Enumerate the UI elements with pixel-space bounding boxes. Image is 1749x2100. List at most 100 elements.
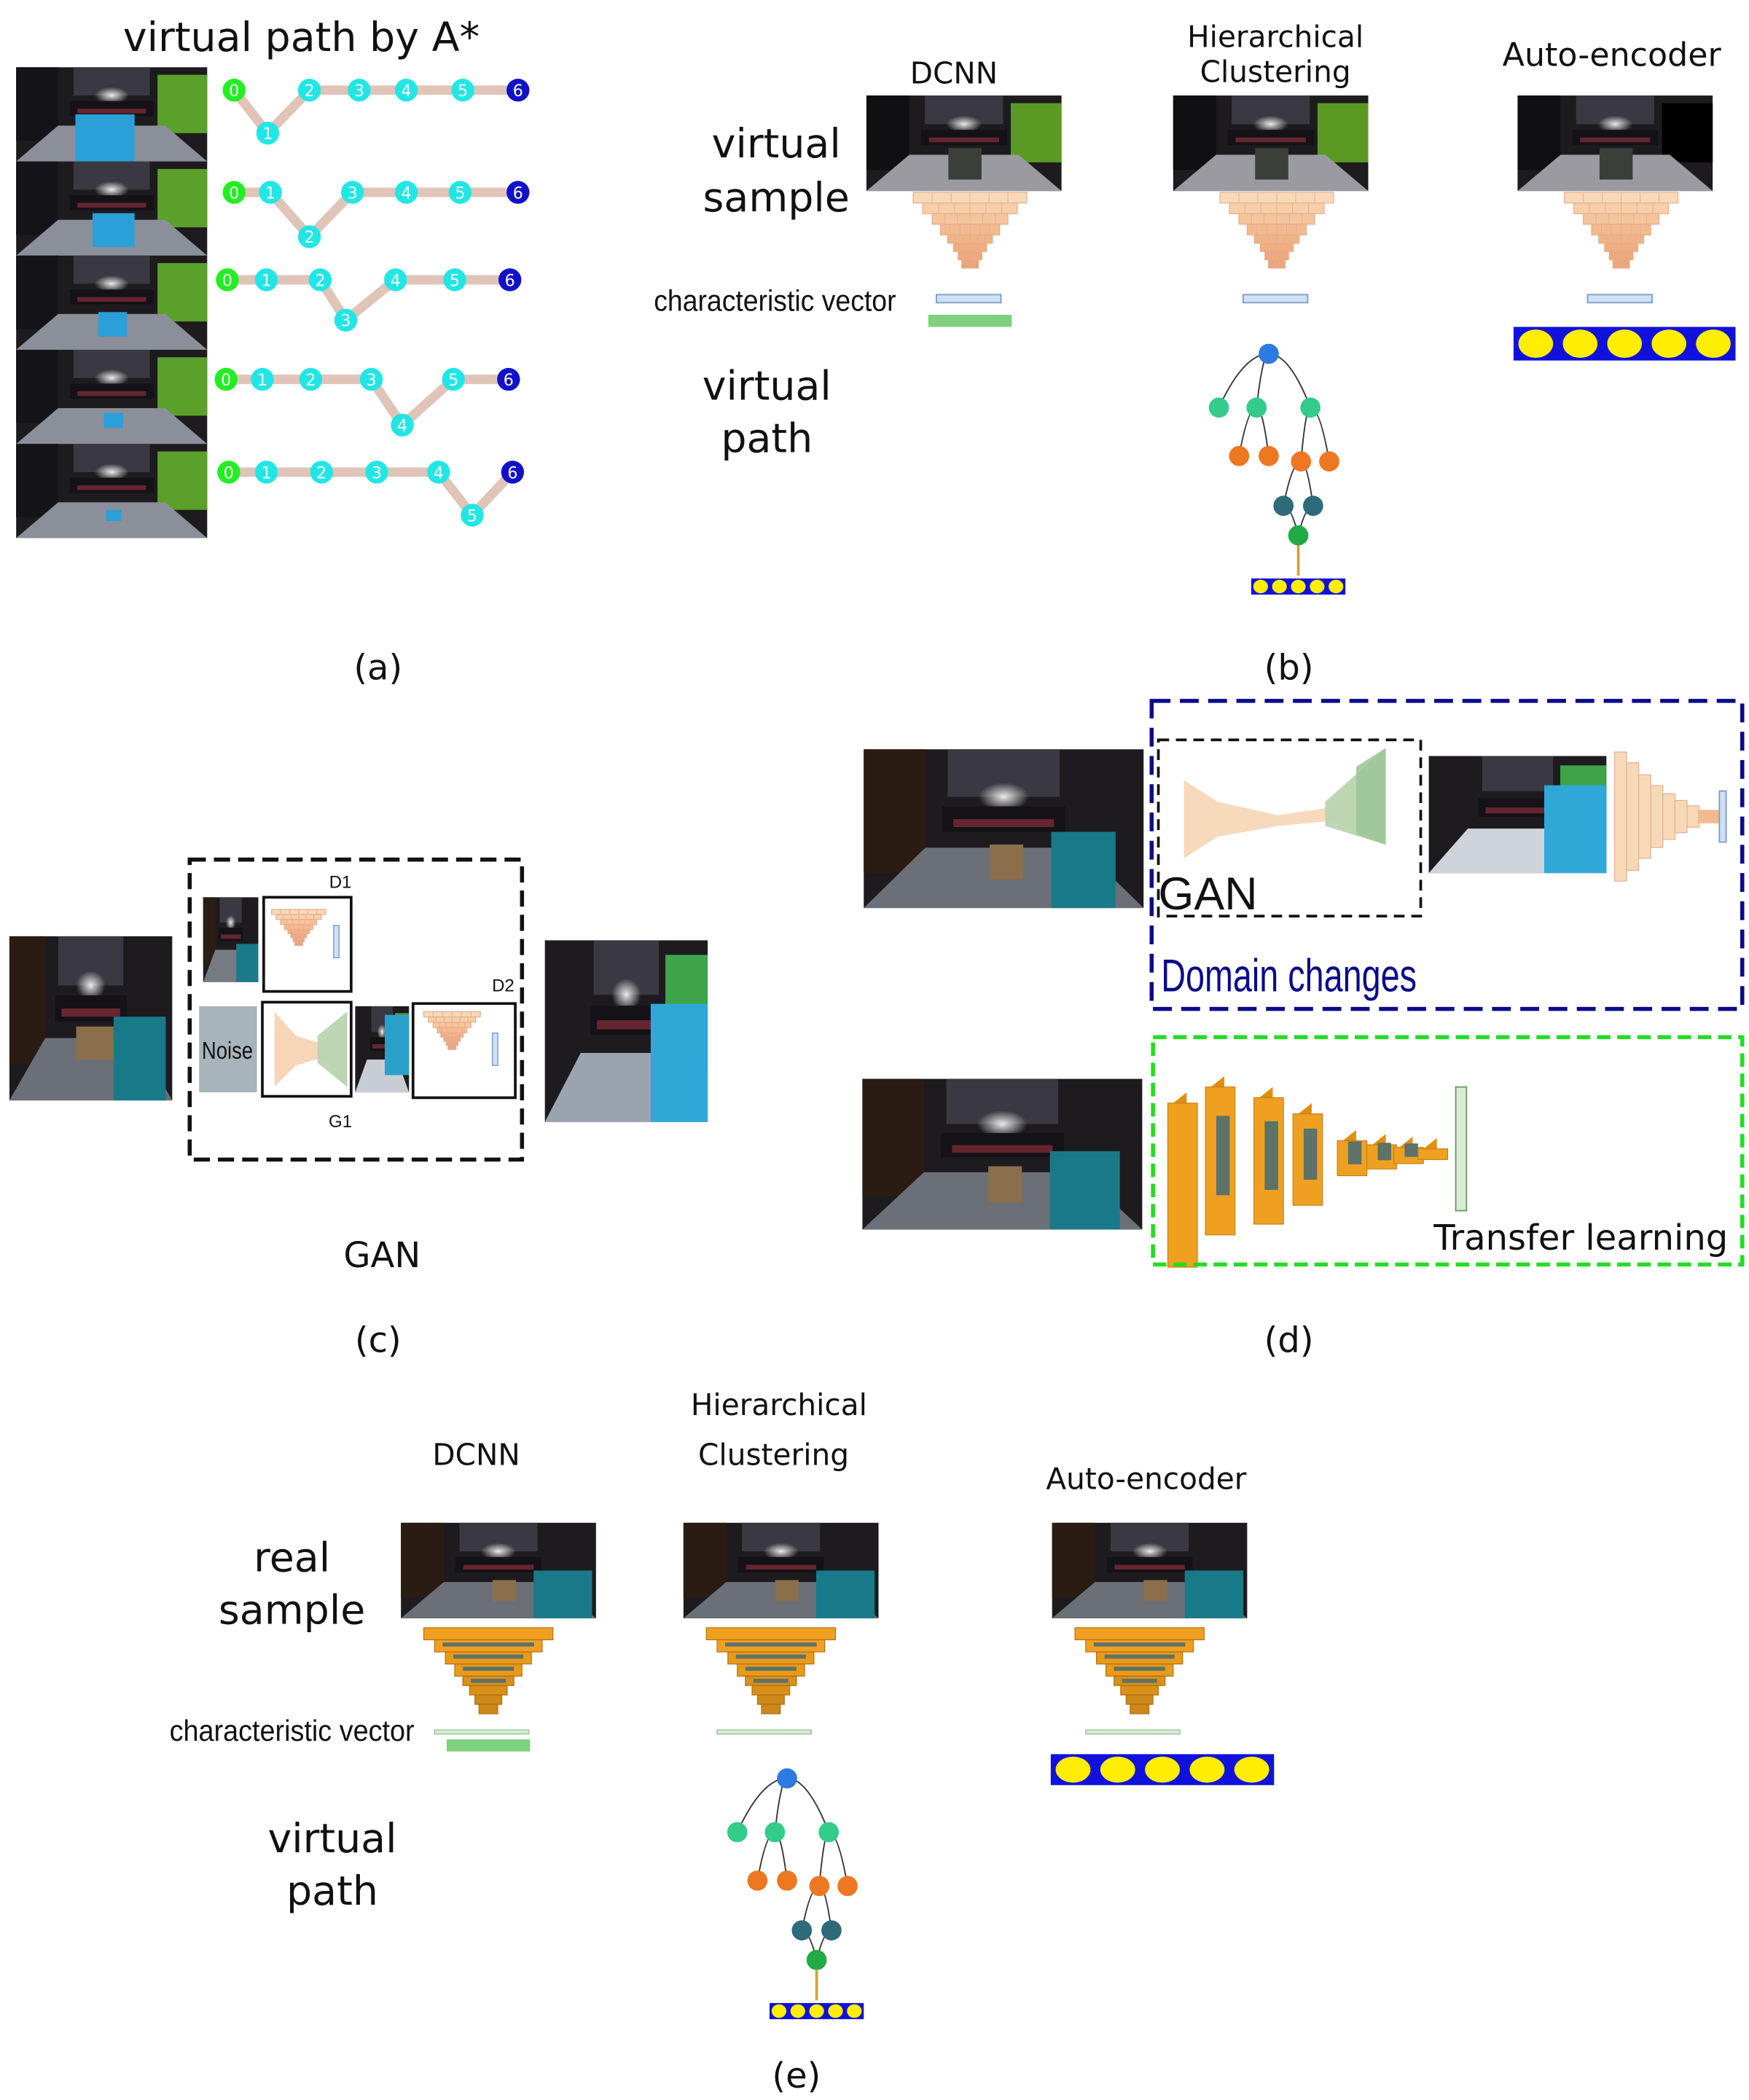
path-node: [334, 308, 358, 332]
path-node-label: 2: [316, 463, 326, 482]
panel-d: GAN Domain changes Transfer learning (d): [862, 699, 1745, 1360]
hierarchical-tree: [727, 1768, 864, 2020]
cardboard-box: [775, 1580, 799, 1602]
red-items: [1235, 137, 1306, 143]
code-bar-dot: [1145, 1756, 1180, 1783]
cnn-layer-inner: [442, 1642, 534, 1647]
wooden-door: [401, 1522, 445, 1598]
cnn-layer: [423, 1627, 554, 1641]
path-node: [214, 367, 238, 391]
tree-node: [791, 1920, 813, 1941]
red-items: [372, 1043, 392, 1049]
room-photo: [203, 897, 259, 982]
path-node: [254, 461, 278, 484]
path-node-label: 1: [261, 463, 271, 482]
room-photo: [16, 161, 208, 256]
path-node-label: 0: [221, 371, 231, 390]
domain-change-box: [1149, 699, 1745, 1011]
path-node: [297, 78, 321, 102]
red-items: [77, 203, 146, 208]
cube-obstacle: [1599, 148, 1633, 180]
cnn-layer: [1130, 1704, 1150, 1715]
panel-b-hc-title-line2: Clustering: [1200, 55, 1351, 90]
path-node-label: 4: [397, 417, 407, 436]
path-node-label: 4: [401, 82, 411, 101]
room-photo: [355, 1006, 410, 1093]
code-bar-dot: [790, 2004, 805, 2018]
panel-b-sample-label-line2: sample: [703, 175, 850, 222]
path-node-label: 1: [261, 271, 271, 290]
path-node: [448, 181, 472, 204]
path-node: [299, 367, 323, 391]
cnn-layer-inner: [471, 1678, 506, 1683]
wooden-door: [864, 749, 926, 874]
path-node: [216, 268, 239, 291]
red-items: [953, 819, 1055, 828]
code-bar-dot: [1607, 329, 1642, 359]
lamp-glow: [76, 971, 106, 1000]
sofa: [157, 263, 208, 322]
wooden-door: [16, 67, 58, 141]
cnn-output-layer: [935, 294, 1002, 304]
classifier-neck: [1697, 810, 1720, 823]
lamp-glow: [94, 87, 129, 104]
cnn-layer-inner: [1093, 1642, 1186, 1647]
desk: [920, 130, 1007, 146]
panel-d-diagram: [862, 748, 1727, 1268]
cube-obstacle: [93, 213, 135, 248]
tree-node: [727, 1822, 748, 1843]
path-node: [251, 367, 274, 391]
gan-inner-box: [1157, 738, 1423, 918]
cnn-layer: [756, 1694, 785, 1705]
classifier-layer: [1626, 762, 1640, 871]
path-node-label: 3: [366, 371, 376, 390]
wooden-door: [683, 1522, 727, 1598]
sofa: [1317, 103, 1369, 162]
tree-node: [1319, 451, 1339, 472]
cnn-output-layer: [1085, 1729, 1181, 1735]
cube-obstacle: [650, 1003, 708, 1122]
path-node-label: 3: [354, 82, 364, 101]
latent-code-bar: [769, 2002, 864, 2020]
net-layer-inner: [1377, 1143, 1391, 1161]
panel-a-title: virtual path by A*: [123, 15, 480, 61]
path-node-label: 2: [305, 228, 315, 247]
panel-e: DCNN Hierarchical Clustering Auto-encode…: [170, 1387, 1275, 2096]
path-node: [297, 225, 321, 248]
path-node: [391, 413, 414, 437]
panel-b-vector-label: characteristic vector: [654, 283, 896, 317]
tree-node: [821, 1920, 842, 1941]
path-node-label: 5: [458, 82, 468, 101]
panel-e-path-label-line2: path: [286, 1868, 378, 1915]
panel-e-dcnn-title: DCNN: [432, 1437, 520, 1472]
red-items: [77, 109, 146, 114]
path-node: [451, 78, 474, 102]
d2-label: D2: [492, 976, 514, 996]
wooden-door: [1173, 95, 1216, 171]
path-node-label: 0: [229, 184, 239, 203]
gan-encoder: [1183, 751, 1386, 858]
gan-dashed-box: [187, 857, 525, 1162]
net-layer-inner: [1303, 1128, 1318, 1180]
net-layer-inner: [1347, 1141, 1362, 1164]
code-bar-dot: [771, 2004, 787, 2018]
path-node: [506, 181, 530, 204]
panel-b-path-label-line2: path: [721, 415, 813, 462]
tree-root-node: [1259, 343, 1279, 364]
panel-e-sample-label-line2: sample: [219, 1587, 365, 1634]
panel-e-sample-label-line1: real: [254, 1535, 330, 1581]
sofa: [157, 357, 208, 416]
wooden-door: [862, 1078, 924, 1196]
code-bar-dot: [1518, 329, 1554, 359]
wooden-door: [16, 349, 58, 423]
cube-obstacle: [106, 509, 122, 522]
cnn-output-layer: [1586, 294, 1653, 304]
red-items: [463, 1564, 534, 1570]
red-items: [597, 1020, 656, 1030]
code-bar-dot: [1189, 1756, 1225, 1783]
generator-decoder: [317, 1011, 348, 1087]
tree-node: [1208, 397, 1229, 418]
transfer-output-layer: [1455, 1086, 1468, 1212]
panel-b-path-label-line1: virtual: [703, 363, 832, 410]
